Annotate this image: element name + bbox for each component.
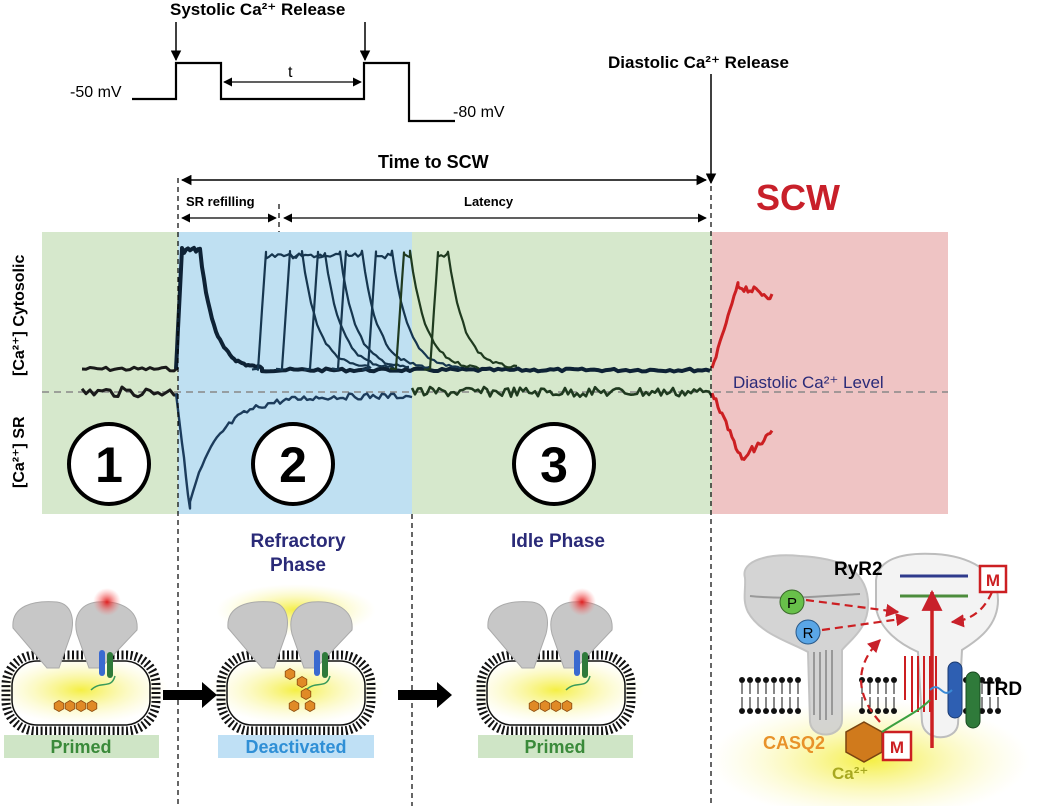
cytosolic-traces <box>81 245 774 374</box>
casq2-tether <box>881 699 931 733</box>
rest-voltage-label: -80 mV <box>453 104 505 121</box>
phase-number-1: 1 <box>67 422 151 506</box>
spontaneous-wave-trace <box>389 249 480 371</box>
casq2-hexagon-icon <box>550 700 562 712</box>
m-box-top <box>978 564 1008 594</box>
latency-label: Latency <box>464 194 514 209</box>
casq2-hexagon-icon <box>539 700 551 712</box>
trd-helix-green <box>965 671 981 729</box>
trd-label: TRD <box>983 679 1022 700</box>
primed-label-1: Primed <box>50 737 111 757</box>
left-subunit-folds <box>749 593 861 720</box>
phase-number-2: 2 <box>251 422 335 506</box>
phosphorylation-site <box>779 589 805 615</box>
spontaneous-wave-trace <box>251 250 372 371</box>
ryr2-model: RyR2 P R M TRD M CASQ2 Ca²⁺ <box>710 552 1030 806</box>
sr-idle-trace <box>410 385 714 398</box>
trd-helix-blue <box>947 661 963 719</box>
diastolic-level-label: Diastolic Ca²⁺ Level <box>733 373 884 392</box>
casq2-hexagon-icon <box>288 700 300 712</box>
calcium-label: Ca²⁺ <box>832 764 868 783</box>
sr-cartoon-primed-2 <box>468 588 644 736</box>
trd-loop <box>929 686 953 694</box>
y-label-cytosolic: [Ca²⁺] Cytosolic <box>11 255 28 376</box>
casq2-hexagon-icon <box>296 676 308 688</box>
sr-cartoon-deactivated <box>208 584 384 736</box>
voltage-protocol: Systolic Ca²⁺ Release -50 mV t -80 mV Di… <box>70 0 789 185</box>
casq2-label: CASQ2 <box>763 733 825 753</box>
casq2-hexagon-icon <box>561 700 573 712</box>
scw-sr-trace <box>710 392 774 461</box>
casq2-hexagon-icon <box>528 700 540 712</box>
sr-cartoons <box>0 584 644 736</box>
casq2-hexagon-icon <box>53 700 65 712</box>
timeline: Time to SCW SR refilling Latency SCW <box>180 152 840 223</box>
scw-title: SCW <box>756 177 840 218</box>
spontaneous-wave-trace <box>275 250 395 371</box>
svg-text:1: 1 <box>95 437 123 493</box>
r-site-label: R <box>803 625 814 642</box>
p-site-label: P <box>787 595 797 612</box>
deactivated-label: Deactivated <box>245 737 346 757</box>
transition-arrow-2 <box>398 682 452 708</box>
pore-helices <box>904 656 937 712</box>
redox-site <box>795 619 821 645</box>
primed-label-2: Primed <box>524 737 585 757</box>
idle-phase-label: Idle Phase <box>511 531 605 552</box>
diastolic-release-label: Diastolic Ca²⁺ Release <box>608 53 789 72</box>
spontaneous-wave-trace <box>362 249 462 371</box>
sr-depletion-trace <box>174 392 413 510</box>
voltage-trace <box>132 61 455 123</box>
spontaneous-waves <box>251 249 518 371</box>
spontaneous-wave-trace <box>303 250 410 371</box>
sr-cartoon-primed-1 <box>0 588 169 736</box>
casq2-hexagon-icon <box>64 700 76 712</box>
m-label-top: M <box>986 571 1000 590</box>
interval-label: t <box>288 64 293 81</box>
sr-baseline-trace <box>80 385 179 399</box>
sr-refilling-label: SR refilling <box>186 194 255 209</box>
cytosolic-systolic-transient <box>174 245 711 374</box>
state-labels: Primed Deactivated Primed <box>4 735 633 758</box>
cytosolic-baseline-trace <box>81 365 179 373</box>
scw-cytosolic-trace <box>710 281 774 369</box>
casq2-hexagon-icon <box>86 700 98 712</box>
svg-text:3: 3 <box>540 437 568 493</box>
scw-background <box>712 232 948 514</box>
casq2-hexagon-icon <box>75 700 87 712</box>
phase-number-3: 3 <box>512 422 596 506</box>
deactivated-badge <box>218 735 374 758</box>
trace-panel: Diastolic Ca²⁺ Level [Ca²⁺] Cytosolic [C… <box>11 232 948 514</box>
regulation-arrows <box>805 591 994 723</box>
holding-voltage-label: -50 mV <box>70 84 122 101</box>
ryr2-subunit-right <box>875 552 1000 739</box>
svg-text:2: 2 <box>279 437 307 493</box>
m-box-bottom <box>881 730 913 762</box>
spontaneous-wave-trace <box>423 250 518 371</box>
spontaneous-wave-trace <box>331 249 432 371</box>
time-to-scw-label: Time to SCW <box>378 152 489 172</box>
sr-traces <box>80 385 774 510</box>
transition-arrow-1 <box>163 682 217 708</box>
primed-badge-2 <box>478 735 633 758</box>
casq2-hexagon-icon <box>300 688 312 700</box>
systolic-release-label: Systolic Ca²⁺ Release <box>170 0 345 19</box>
casq2-hexagon-icon <box>304 700 316 712</box>
y-label-sr: [Ca²⁺] SR <box>11 416 28 488</box>
phase-separators <box>177 178 712 806</box>
casq2-hexagon-icon <box>284 668 296 680</box>
ryr2-subunit-left <box>743 554 870 736</box>
ryr2-title: RyR2 <box>834 559 883 580</box>
m-label-bottom: M <box>890 738 904 757</box>
primed-badge-1 <box>4 735 159 758</box>
